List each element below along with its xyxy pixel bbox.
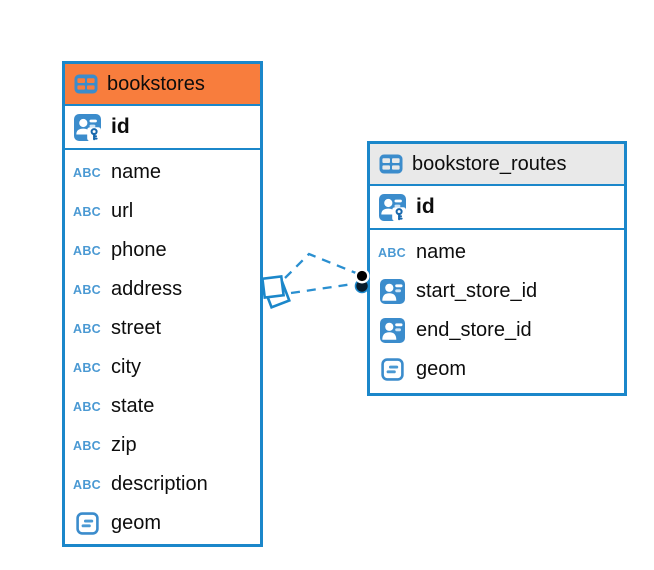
column-row-phone[interactable]: ABC phone xyxy=(65,231,260,270)
text-type-icon: ABC xyxy=(73,243,101,258)
table-icon xyxy=(74,74,98,94)
person-ref-icon xyxy=(377,279,407,304)
column-row-geom[interactable]: geom xyxy=(370,350,624,389)
text-type-icon: ABC xyxy=(73,360,101,375)
column-row-geom[interactable]: geom xyxy=(65,504,260,543)
column-label: zip xyxy=(111,434,137,456)
column-row-city[interactable]: ABC city xyxy=(65,348,260,387)
column-label: address xyxy=(111,278,183,300)
relationship-line-upper[interactable] xyxy=(284,252,357,279)
column-label: street xyxy=(111,317,162,339)
pk-label: id xyxy=(416,195,435,218)
column-label: city xyxy=(111,356,141,378)
column-row-address[interactable]: ABC address xyxy=(65,270,260,309)
text-type-icon: ABC xyxy=(73,282,101,297)
column-label: start_store_id xyxy=(416,280,538,302)
pk-row-id[interactable]: id xyxy=(65,106,260,150)
text-type-icon: ABC xyxy=(73,165,101,180)
column-row-state[interactable]: ABC state xyxy=(65,387,260,426)
text-type-icon: ABC xyxy=(73,438,101,453)
column-label: geom xyxy=(416,358,467,380)
column-label: phone xyxy=(111,239,167,261)
text-type-icon: ABC xyxy=(378,245,406,260)
pk-row-id[interactable]: id xyxy=(370,186,624,230)
table-bookstore-routes[interactable]: bookstore_routes id ABC name start_store_i… xyxy=(367,141,627,396)
relationship-line-lower[interactable] xyxy=(290,282,354,295)
column-label: state xyxy=(111,395,155,417)
column-label: end_store_id xyxy=(416,319,532,341)
column-label: description xyxy=(111,473,208,495)
column-row-start_store_id[interactable]: start_store_id xyxy=(370,272,624,311)
geometry-type-icon xyxy=(377,358,407,381)
text-type-icon: ABC xyxy=(73,399,101,414)
person-key-icon xyxy=(377,193,407,221)
column-label: name xyxy=(416,241,467,263)
table-title: bookstore_routes xyxy=(412,152,567,175)
geometry-type-icon xyxy=(72,512,102,535)
column-row-zip[interactable]: ABC zip xyxy=(65,426,260,465)
text-type-icon: ABC xyxy=(73,204,101,219)
table-header[interactable]: bookstore_routes xyxy=(370,144,624,186)
pk-label: id xyxy=(111,115,130,138)
person-key-icon xyxy=(72,113,102,141)
column-row-name[interactable]: ABC name xyxy=(65,153,260,192)
text-type-icon: ABC xyxy=(73,477,101,492)
table-header[interactable]: bookstores xyxy=(65,64,260,106)
column-row-description[interactable]: ABC description xyxy=(65,465,260,504)
column-row-street[interactable]: ABC street xyxy=(65,309,260,348)
table-icon xyxy=(379,154,403,174)
person-ref-icon xyxy=(377,318,407,343)
table-title: bookstores xyxy=(107,72,205,95)
column-label: url xyxy=(111,200,134,222)
column-row-url[interactable]: ABC url xyxy=(65,192,260,231)
column-label: name xyxy=(111,161,162,183)
column-row-end_store_id[interactable]: end_store_id xyxy=(370,311,624,350)
text-type-icon: ABC xyxy=(73,321,101,336)
column-row-name[interactable]: ABC name xyxy=(370,233,624,272)
column-label: geom xyxy=(111,512,162,534)
source-marker-squares-icon[interactable] xyxy=(260,274,291,309)
